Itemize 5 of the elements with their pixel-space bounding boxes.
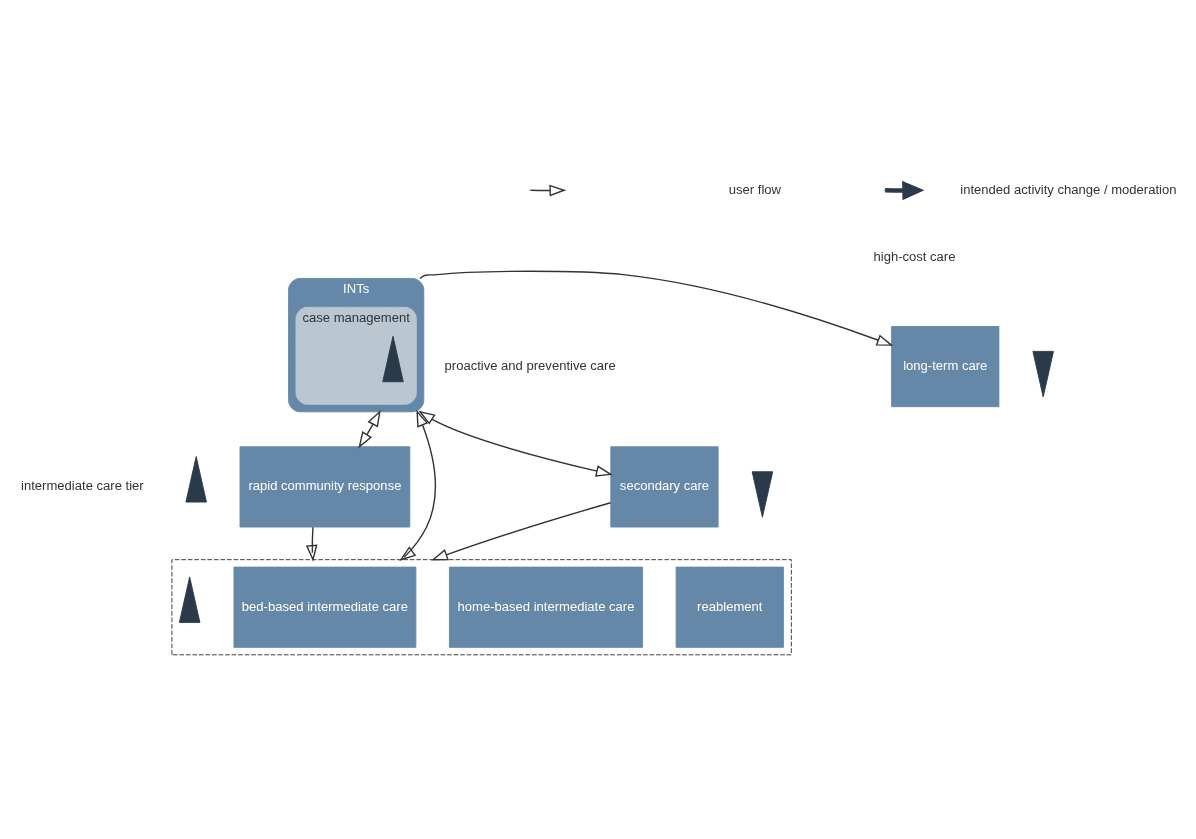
- legend-label: user flow: [728, 181, 782, 197]
- label: proactive and preventive care: [444, 358, 616, 374]
- label: high-cost care: [873, 248, 956, 264]
- label: intermediate care tier: [21, 478, 144, 494]
- legend-label: intended activity change / moderation: [960, 181, 1177, 197]
